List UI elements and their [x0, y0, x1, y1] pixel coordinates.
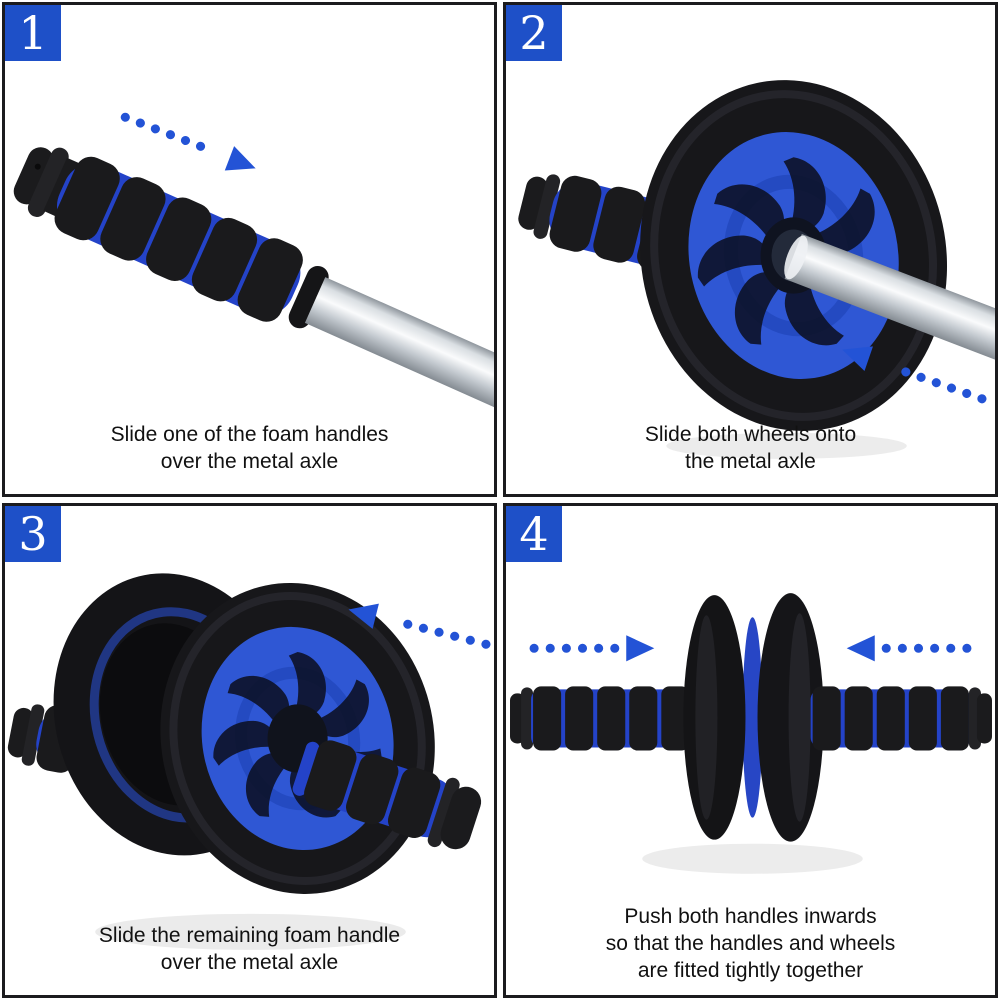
foam-handle-graphic — [13, 147, 494, 458]
right-wheel-graphic — [757, 593, 824, 842]
wheel-shadow — [642, 843, 863, 874]
step-number-badge: 1 — [5, 5, 61, 61]
step-4-illustration — [510, 593, 992, 874]
dotted-arrow-right-icon — [529, 635, 655, 662]
dotted-arrow-up-left-icon — [842, 346, 987, 404]
dotted-arrow-down-right-icon — [120, 112, 256, 171]
step-number-badge: 3 — [5, 506, 61, 562]
step-caption: Slide one of the foam handles over the m… — [110, 423, 389, 474]
front-foam-handle-graphic — [292, 740, 482, 850]
metal-axle-graphic — [304, 277, 494, 458]
step-number-badge: 4 — [506, 506, 562, 562]
step-number: 2 — [519, 6, 549, 60]
step-caption: Push both handles inwards so that the ha… — [605, 905, 896, 983]
metal-axle-graphic — [784, 233, 995, 384]
step-number: 4 — [519, 507, 549, 561]
dotted-arrow-left-icon — [348, 603, 491, 649]
step-number: 3 — [18, 507, 48, 561]
dotted-arrow-left-icon — [846, 635, 972, 662]
left-wheel-graphic — [683, 595, 746, 840]
wheel-shadow — [666, 432, 907, 459]
step-1-illustration — [13, 112, 494, 458]
step-3-illustration — [7, 573, 491, 950]
step-panel-4: 4 Push both handles inwards so that the … — [503, 503, 998, 998]
step-number: 1 — [18, 6, 48, 60]
step-2-illustration — [518, 80, 995, 459]
step-caption: Slide both wheels onto the metal axle — [644, 423, 857, 474]
step-panel-3: 3 Slide the remaining foam handle over t… — [2, 503, 497, 998]
right-foam-handle-graphic — [810, 686, 992, 751]
wheel-shadow — [95, 913, 406, 950]
wheel-spoke-cutouts — [697, 157, 890, 346]
step-number-badge: 2 — [506, 5, 562, 61]
step-panel-2: 2 Slide both wheels onto the metal axle — [503, 2, 998, 497]
step-caption: Slide the remaining foam handle over the… — [98, 924, 401, 975]
left-foam-handle-graphic — [510, 686, 706, 751]
step-panel-1: 1 Slide one of the foam handles over the… — [2, 2, 497, 497]
